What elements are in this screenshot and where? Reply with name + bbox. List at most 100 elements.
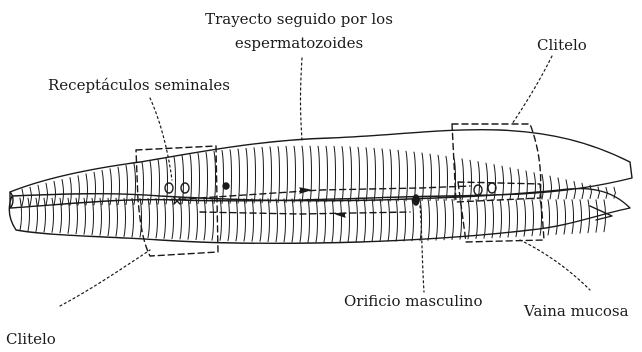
seminal-receptacle-left-1 xyxy=(165,183,173,193)
lower-worm-segment xyxy=(308,199,310,242)
leader-receptacles xyxy=(150,98,172,180)
lower-worm-segment xyxy=(556,200,558,235)
lower-worm-segment xyxy=(500,200,502,238)
lower-worm-segment xyxy=(60,198,62,233)
lower-worm-segment xyxy=(244,199,246,241)
lower-worm-segment xyxy=(28,198,30,231)
lower-worm-segment xyxy=(236,199,238,241)
lower-worm-segment xyxy=(284,199,286,242)
lower-worm-segment xyxy=(84,198,86,234)
seminal-receptacle-right-1 xyxy=(474,185,482,195)
lower-worm-segment xyxy=(348,199,350,242)
upper-worm-segment xyxy=(430,154,432,201)
upper-worm-segment xyxy=(334,146,336,201)
lower-worm-segment xyxy=(372,199,374,241)
lower-worm-segment xyxy=(572,200,574,234)
lower-worm-segment xyxy=(428,199,430,240)
lower-worm-segment xyxy=(44,198,46,232)
lower-worm-body xyxy=(9,189,630,244)
lower-worm-segment xyxy=(484,200,486,239)
upper-worm-segment xyxy=(470,160,472,200)
seminal-receptacle-right-2 xyxy=(488,183,496,193)
lower-worm-segment xyxy=(148,198,150,237)
upper-worm-segment xyxy=(350,147,352,202)
lower-worm-segment xyxy=(124,198,126,236)
sperm-path-label-line2: espermatozoides xyxy=(196,34,402,52)
leader-mucous-sheath xyxy=(520,240,590,290)
lower-worm-segment xyxy=(388,199,390,241)
lower-worm-segment xyxy=(380,199,382,241)
leader-clitellum-top xyxy=(512,56,552,124)
lower-worm-segment xyxy=(468,200,470,239)
seminal-receptacle-left-2 xyxy=(181,183,189,193)
upper-worm-segment xyxy=(406,151,408,201)
lower-worm-segment xyxy=(588,200,590,233)
upper-worm-segment xyxy=(390,150,392,202)
lower-worm-segment xyxy=(100,198,102,235)
lower-worm-segment xyxy=(300,199,302,242)
upper-worm-segment xyxy=(230,150,232,204)
upper-male-pore-dot xyxy=(223,183,229,189)
upper-worm-segment xyxy=(94,172,96,205)
upper-worm-segment xyxy=(398,150,400,201)
lower-worm-segment xyxy=(444,199,446,239)
upper-worm-segment xyxy=(110,169,112,205)
upper-worm-segment xyxy=(54,181,56,205)
seminal-receptacles-label: Receptáculos seminales xyxy=(48,76,230,94)
upper-worm-segment xyxy=(598,187,600,199)
lower-worm-segment xyxy=(204,199,206,240)
upper-worm-segment xyxy=(118,167,120,205)
upper-worm-segment xyxy=(198,153,200,203)
lower-worm-segment xyxy=(292,199,294,242)
upper-worm-segment xyxy=(294,146,296,202)
lower-worm-segment xyxy=(20,198,22,231)
upper-worm-segment xyxy=(70,178,72,206)
lower-worm-segment xyxy=(340,199,342,242)
upper-worm-segment xyxy=(134,164,136,205)
leader-male-pore xyxy=(420,206,424,292)
lower-worm-segment xyxy=(548,200,550,235)
lower-worm-segment xyxy=(132,198,134,237)
upper-worm-segment xyxy=(422,153,424,201)
sperm-path-label: Trayecto seguido por los espermatozoides xyxy=(196,10,402,52)
upper-worm-segment xyxy=(30,187,32,206)
upper-worm-segment xyxy=(582,183,584,198)
male-pore-label: Orificio masculino xyxy=(344,292,482,310)
lower-worm-segment xyxy=(476,200,478,239)
upper-worm-segment xyxy=(214,151,216,203)
upper-worm-segment xyxy=(446,156,448,200)
clitellum-bottom-label: Clitelo xyxy=(6,330,56,348)
lower-worm-segment xyxy=(604,200,606,232)
lower-worm-segment xyxy=(188,199,190,240)
lower-worm-segment xyxy=(156,199,158,239)
lower-worm-segment xyxy=(436,199,438,240)
mucous-sheath-label: Vaina mucosa xyxy=(524,302,629,320)
leader-sperm-path xyxy=(301,58,303,140)
sperm-path-lower-dashed-line xyxy=(200,212,410,214)
lower-worm-segment xyxy=(212,199,214,241)
upper-worm-segment xyxy=(366,148,368,202)
upper-worm-segment xyxy=(358,147,360,201)
lower-worm-segment xyxy=(220,199,222,241)
lower-worm-segment xyxy=(52,198,54,232)
upper-worm-segment xyxy=(550,176,552,199)
upper-worm-segment xyxy=(326,146,328,202)
lower-worm-segment xyxy=(356,199,358,242)
upper-worm-segment xyxy=(534,173,536,200)
upper-worm-segment xyxy=(342,147,344,202)
upper-worm-segment xyxy=(574,182,576,199)
lower-worm-segment xyxy=(172,199,174,239)
lower-worm-segment xyxy=(580,200,582,233)
upper-worm-segment xyxy=(22,189,24,206)
upper-worm-segment xyxy=(126,165,128,204)
upper-worm-segment xyxy=(158,160,160,205)
upper-worm-segment xyxy=(150,161,152,204)
sperm-path-label-line1: Trayecto seguido por los xyxy=(196,10,402,28)
upper-worm-segment xyxy=(166,158,168,204)
lower-worm-segment xyxy=(228,199,230,241)
upper-worm-segment xyxy=(526,171,528,199)
sperm-arrow-right xyxy=(300,188,310,193)
lower-worm-segment xyxy=(564,200,566,234)
upper-worm-segment xyxy=(558,178,560,199)
upper-worm-segment xyxy=(222,151,224,204)
